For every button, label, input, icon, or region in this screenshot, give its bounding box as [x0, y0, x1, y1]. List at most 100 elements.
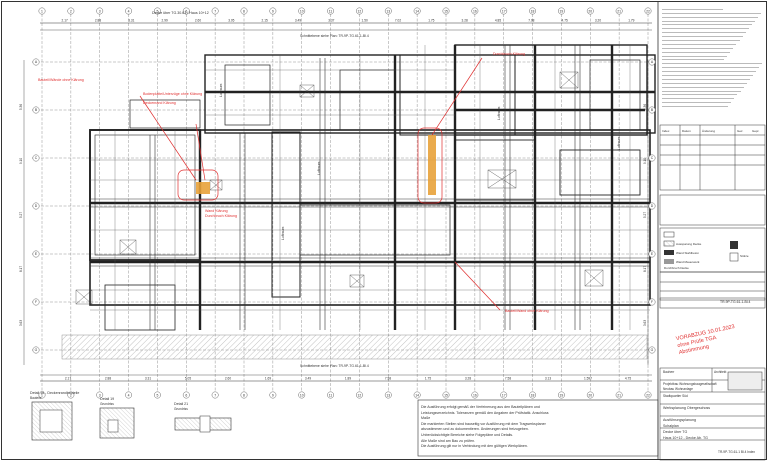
- revision-header: Gez.: [737, 129, 744, 133]
- general-notes-panel: [662, 6, 764, 121]
- grid-axes-horizontal: [32, 61, 652, 351]
- general-note-rule: [662, 63, 762, 65]
- axis-label-right: E: [651, 252, 654, 256]
- axis-label-bottom: 19: [560, 393, 564, 397]
- axis-label-top: 21: [617, 9, 621, 13]
- general-note-rule: [662, 86, 744, 88]
- dimension-bottom: 2.60: [225, 377, 231, 381]
- general-note-rule: [662, 36, 743, 38]
- sheet-label: Haus 10+12 - Decke Ab. TG: [663, 436, 708, 440]
- footer-label: TR-9P-TG.61-1 Bl.4 Index: [718, 450, 756, 454]
- general-note-rule: [662, 75, 753, 77]
- axis-label-left: E: [35, 252, 38, 256]
- red-markups: [139, 57, 501, 311]
- legend-item: Wand Stahlbeton: [676, 251, 699, 255]
- room-label: Luftraum: [317, 161, 321, 175]
- axis-bubble-top: [96, 7, 104, 15]
- axis-label-top: 2: [70, 9, 72, 13]
- axis-bubble-bottom: [38, 391, 46, 399]
- axis-bubble-top: [182, 7, 190, 15]
- dimension-bottom: 2.17: [65, 377, 71, 381]
- dimension-left: 5.36: [19, 104, 23, 110]
- axis-label-top: 14: [415, 9, 419, 13]
- detail-title: Detail 21: [174, 402, 189, 406]
- dimension-right: 9.10: [643, 158, 647, 164]
- dimension-right: 8.17: [643, 266, 647, 272]
- axis-label-left: D: [35, 204, 38, 208]
- beam-edges: [90, 45, 650, 330]
- interior-lines: [90, 45, 650, 330]
- axis-label-top: 3: [99, 9, 101, 13]
- axis-bubble-top: [384, 7, 392, 15]
- axis-label-bottom: 10: [300, 393, 304, 397]
- axis-bubble-top: [558, 7, 565, 15]
- legend-item: Durchbruch Decke: [664, 266, 689, 270]
- axis-bubble-left: [32, 346, 40, 354]
- dimension-top: 1.75: [428, 19, 434, 23]
- dimension-left: 9.10: [19, 158, 23, 164]
- dimension-right: 5.36: [643, 104, 647, 110]
- section-marker-bottom: Schnittebene siehe Plan: TR-9P-TG.61-1-B…: [300, 364, 369, 368]
- note-line: Maße: [421, 416, 431, 421]
- axis-label-top: 17: [502, 9, 506, 13]
- axis-bubble-top: [644, 7, 652, 15]
- axis-label-right: G: [651, 348, 654, 352]
- axis-label-left: G: [35, 348, 38, 352]
- revision-header: Index: [662, 129, 670, 133]
- axis-label-left: A: [35, 60, 38, 64]
- detail-title: Detail 19: [100, 397, 115, 401]
- axis-label-bottom: 20: [588, 393, 592, 397]
- axis-label-bottom: 7: [214, 393, 216, 397]
- dimension-top: 2.60: [195, 19, 201, 23]
- axis-bubble-bottom: [125, 391, 132, 399]
- axis-bubble-right: [648, 250, 656, 258]
- dimension-bottom: 7.58: [385, 377, 391, 381]
- axis-label-bottom: 6: [185, 393, 187, 397]
- plan-content: Ausführungsplanung: [663, 418, 696, 422]
- axis-bubble-top: [211, 7, 219, 15]
- axis-bubble-left: [32, 250, 40, 258]
- axis-label-left: F: [35, 300, 37, 304]
- dimension-bottom: 2.88: [105, 377, 111, 381]
- dimension-bottom: 1.597: [584, 377, 592, 381]
- axis-bubble-bottom: [356, 391, 363, 399]
- axis-bubble-top: [442, 7, 450, 15]
- axis-bubble-top: [615, 7, 623, 15]
- red-markup-note: Bodenplatte/Unterzüge ohne Klärung: [143, 92, 202, 96]
- axis-label-top: 7: [214, 9, 216, 13]
- axis-bubble-top: [586, 7, 594, 15]
- general-note-rule: [662, 47, 734, 49]
- level-label: Decke über TG: [663, 430, 688, 434]
- axis-label-bottom: 8: [243, 393, 245, 397]
- dimension-top: 3.05: [228, 19, 234, 23]
- general-note-rule: [662, 78, 750, 80]
- axis-bubble-top: [356, 7, 363, 15]
- revision-header: Änderung: [702, 129, 715, 133]
- axis-label-top: 5: [156, 9, 158, 13]
- dimension-bottom: 5.05: [185, 377, 191, 381]
- dimension-left: 8.17: [19, 266, 23, 272]
- axis-bubble-bottom: [471, 391, 479, 399]
- general-note-rule: [662, 59, 725, 61]
- axis-label-top: 9: [272, 9, 274, 13]
- axis-label-left: C: [35, 156, 38, 160]
- highlighted-elements: [196, 135, 436, 195]
- general-note-rule: [662, 71, 756, 73]
- axis-bubble-bottom: [442, 391, 450, 399]
- axis-label-bottom: 9: [272, 393, 274, 397]
- dimension-top: 2.17: [62, 19, 68, 23]
- dimension-bottom: 3.49: [305, 377, 311, 381]
- section-marker-top: Schnittebene siehe Plan: TR-9P-TG.61-1-B…: [300, 34, 369, 38]
- dimension-bottom: 3.13: [545, 377, 551, 381]
- openings: [75, 71, 604, 305]
- axis-label-top: 13: [386, 9, 390, 13]
- axis-bubble-left: [32, 298, 40, 306]
- dimension-top: 4.85: [495, 19, 501, 23]
- dimension-top: 2.99: [162, 19, 168, 23]
- legend-item: Stütze: [740, 254, 749, 258]
- axis-label-bottom: 5: [156, 393, 158, 397]
- detail-subtitle: Grundriss: [100, 402, 114, 406]
- general-note-rule: [662, 102, 732, 104]
- axis-label-bottom: 21: [617, 393, 621, 397]
